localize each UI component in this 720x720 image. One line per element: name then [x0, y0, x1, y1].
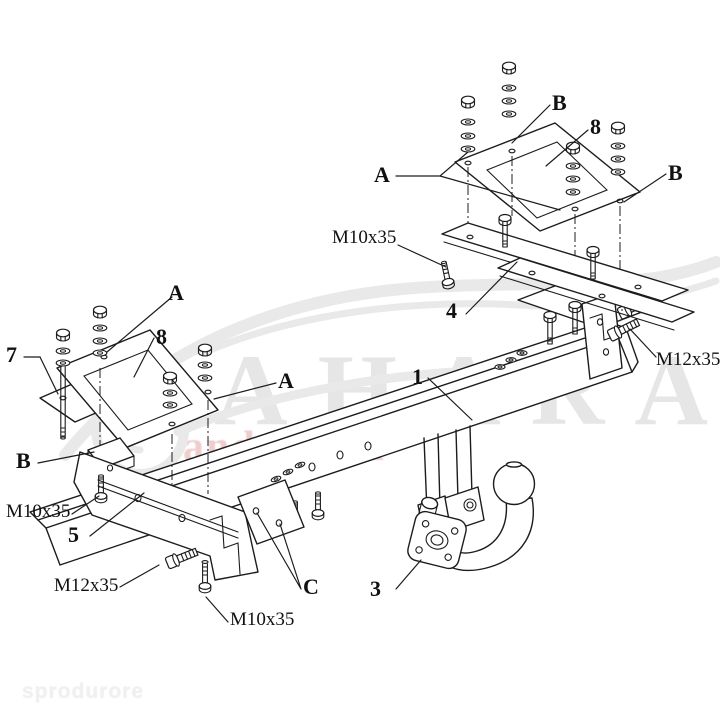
- callout-5: 5: [68, 522, 79, 547]
- towball-flange: [406, 495, 472, 570]
- callout-M10x35-left: M10x35: [6, 501, 71, 522]
- leader-lines: [24, 105, 666, 622]
- side-bracket-5: [74, 452, 258, 580]
- callout-4: 4: [446, 298, 457, 323]
- callout-M12x35-left: M12x35: [54, 575, 119, 596]
- towball-ball: [494, 464, 535, 505]
- end-plate-C: [238, 480, 304, 544]
- towball-assembly: [406, 426, 535, 571]
- top-plate-8: [455, 123, 640, 231]
- top-plate-bolts: [460, 61, 626, 312]
- callout-B-top: B: [552, 90, 567, 115]
- callout-8-left: 8: [156, 324, 167, 349]
- callout-A-top: A: [374, 162, 390, 187]
- callout-A-left: A: [168, 280, 184, 305]
- callout-B-left: B: [16, 448, 31, 473]
- m12-bolt-bottom-left: [164, 544, 200, 571]
- left-plate-8: [57, 330, 218, 448]
- callout-M10x35-top: M10x35: [332, 227, 397, 248]
- callout-8-top: 8: [590, 114, 601, 139]
- m10-bolt-bottom: [199, 561, 211, 593]
- callout-7: 7: [6, 342, 17, 367]
- adapter-plate-lower: [498, 245, 694, 331]
- callout-M10x35-bottom: M10x35: [230, 609, 295, 630]
- callout-A-mid: A: [278, 368, 294, 393]
- beam-end-bracket: [494, 284, 652, 379]
- callout-M12x35-right: M12x35: [656, 349, 720, 370]
- callout-1: 1: [412, 364, 423, 389]
- watermark-corner-text: sprodurore: [22, 680, 145, 703]
- callout-B-right: B: [668, 160, 683, 185]
- callout-3: 3: [370, 576, 381, 601]
- callout-C: C: [303, 574, 319, 599]
- left-plate-bolts: [55, 305, 213, 494]
